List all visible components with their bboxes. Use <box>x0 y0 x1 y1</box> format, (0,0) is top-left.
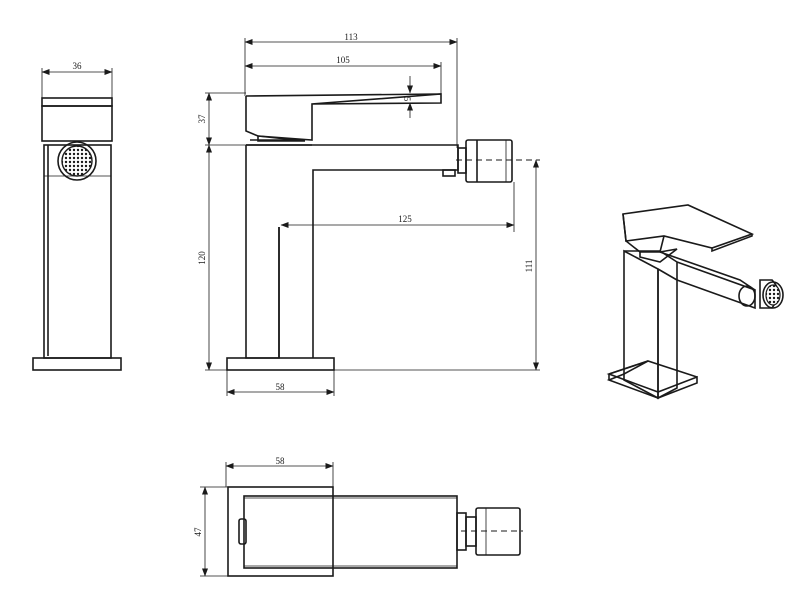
dim-label-lever-length: 105 <box>336 55 350 65</box>
front-nozzle-collar <box>457 147 467 174</box>
front-view: 113 105 5 37 120 <box>197 32 540 396</box>
side-view: 36 <box>32 61 122 371</box>
front-spout <box>246 144 459 358</box>
top-nozzle-ring <box>465 516 477 547</box>
dim-label-lever-thickness: 5 <box>402 97 412 102</box>
dim-label-outlet-height: 111 <box>524 260 534 273</box>
iso-nozzle-collar <box>738 285 756 307</box>
iso-nozzle-face <box>762 281 784 309</box>
front-spout-tip <box>442 169 456 177</box>
isometric-view <box>606 204 784 400</box>
side-base <box>32 357 122 371</box>
aerator-mesh-icon <box>61 145 93 177</box>
front-base <box>226 357 335 371</box>
top-base-plate <box>227 486 334 577</box>
side-aerator-outer <box>57 141 97 181</box>
dim-label-side-width: 36 <box>73 61 83 71</box>
top-nozzle <box>475 507 521 556</box>
dim-label-overall-length: 113 <box>344 32 358 42</box>
dim-label-lever-height: 37 <box>197 114 207 124</box>
front-lever-handle <box>245 93 442 141</box>
front-nozzle <box>465 139 513 183</box>
side-lever-cap <box>41 97 113 107</box>
top-view: 58 47 <box>193 456 523 577</box>
iso-lever-top <box>622 204 755 249</box>
side-body <box>43 144 112 359</box>
top-nozzle-collar <box>456 512 467 551</box>
side-lever-block <box>41 105 113 142</box>
dim-label-body-height: 120 <box>197 251 207 265</box>
top-lever-stub <box>238 518 247 545</box>
iso-body-front <box>623 249 659 400</box>
front-body-left <box>245 145 280 359</box>
nozzle-mesh-icon <box>765 284 781 306</box>
dim-label-base-width-front: 58 <box>276 382 286 392</box>
dim-label-base-width-top: 58 <box>276 456 286 466</box>
iso-base <box>606 360 698 399</box>
dim-label-spout-reach: 125 <box>398 214 412 224</box>
top-body-spout <box>243 495 458 569</box>
dim-label-top-depth: 47 <box>193 527 203 537</box>
iso-spout <box>676 261 756 310</box>
